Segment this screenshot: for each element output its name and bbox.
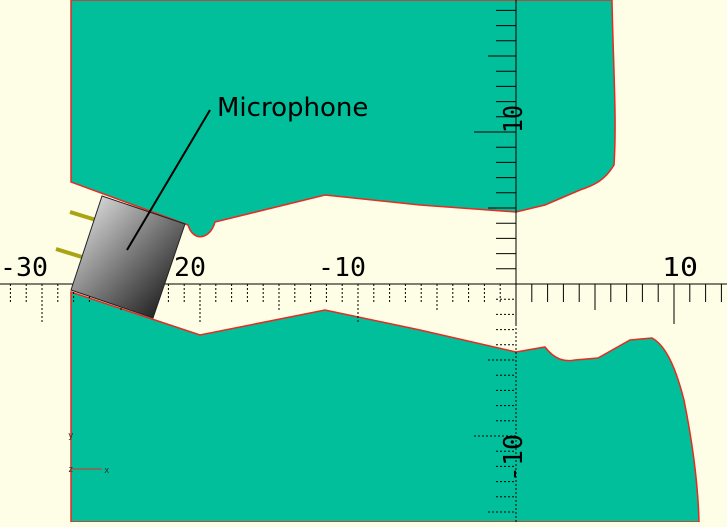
y-tick-label-10: 10 xyxy=(499,105,529,133)
callout-label: Microphone xyxy=(217,93,368,123)
x-tick-label-minus-10: -10 xyxy=(318,253,366,283)
microphone-pin-lower xyxy=(55,247,83,259)
axis-indicator-y: y xyxy=(68,431,74,441)
upper-body-shape xyxy=(70,0,616,238)
axis-indicator-z: z xyxy=(68,465,73,475)
y-axis-ticks xyxy=(474,9,516,513)
x-tick-label-minus-20: 20 xyxy=(174,253,206,283)
y-tick-label-minus-10: -10 xyxy=(499,434,529,482)
microphone-body[interactable] xyxy=(70,195,186,319)
x-tick-label-10: 10 xyxy=(662,253,698,283)
x-tick-label-minus-30: -30 xyxy=(0,253,48,283)
axis-indicator: x y z xyxy=(68,431,110,476)
lower-body-shape xyxy=(70,290,700,523)
microphone-pin-upper xyxy=(69,210,97,222)
y-axis xyxy=(474,0,517,522)
axis-indicator-x: x xyxy=(104,466,110,476)
callout-leader-line xyxy=(126,109,211,251)
